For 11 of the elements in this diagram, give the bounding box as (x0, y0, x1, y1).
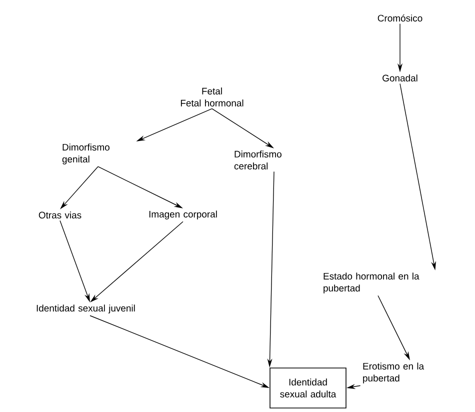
label-text: Imagen corporal (149, 210, 217, 220)
label-text: Identidad sexual juvenil (36, 304, 135, 314)
label-text: Cromósico (378, 14, 422, 22)
label-text: Otras vias (38, 212, 82, 218)
label-text: Dimorfismo genital (62, 144, 110, 164)
label-text: Fetal Fetal hormonal (180, 88, 244, 106)
label-text: Gonadal (382, 74, 418, 82)
label-text: Erotismo en la pubertad (363, 362, 424, 384)
result-box: Identidad sexual adulta (270, 368, 346, 408)
label-text: Estado hormonal en la pubertad (324, 272, 420, 294)
label-text: Dimorfismo cerebral (234, 150, 282, 170)
